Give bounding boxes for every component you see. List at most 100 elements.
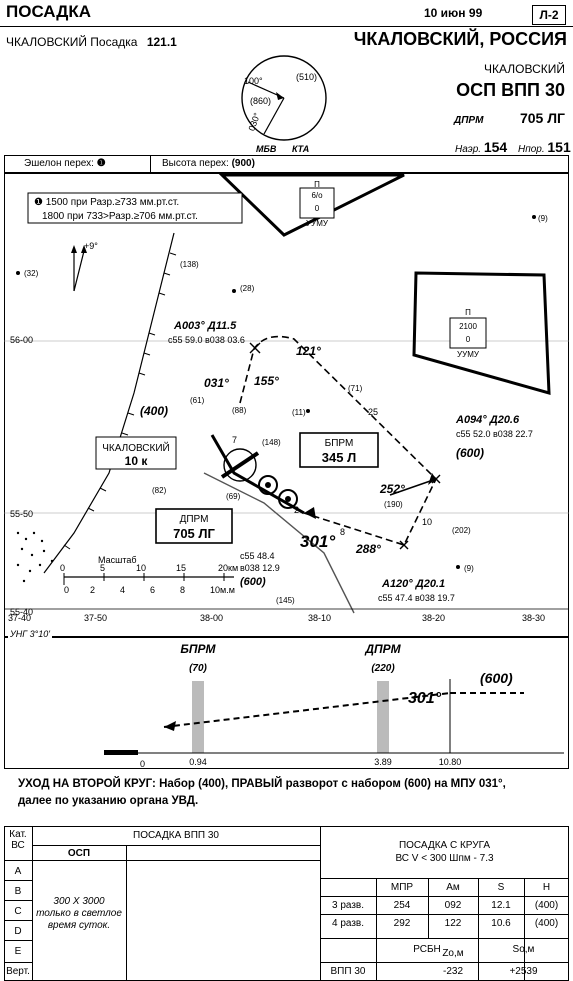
msa-diagram: 100° 030° (860) (510) МБВ КТА	[241, 55, 327, 154]
dprm-value: 705 ЛГ	[173, 526, 215, 541]
profile-zero: 0	[140, 759, 145, 769]
elev-block: Нaэр. 154 Hпор. 151	[455, 139, 571, 155]
dist-10: 10	[422, 517, 432, 527]
plan-view: 56-00 55-50 55-40 П 6/о 0 УУМУ П 2100 0 …	[4, 173, 569, 623]
fix-d201-name: A120° Д20.1	[381, 578, 445, 590]
row1-s: 12.1	[491, 900, 511, 911]
head-h: H	[542, 882, 551, 893]
profile-fix-dist: 10.80	[439, 757, 462, 767]
missed-line1: УХОД НА ВТОРОЙ КРУГ: Набор (400), ПРАВЫЙ…	[18, 778, 506, 790]
track-252: 252°	[379, 482, 405, 496]
row2-label: 4 разв.	[331, 918, 365, 929]
osp-divider	[126, 845, 127, 981]
elev-label: Нaэр.	[455, 144, 482, 155]
spot-elev-145: (145)	[276, 596, 295, 605]
right-head-line	[320, 878, 569, 879]
lom-value: 345 Л	[322, 450, 356, 465]
row2-mpr: 292	[393, 918, 411, 929]
profile-ung: УНГ 3°10'	[8, 629, 52, 639]
spot-elev-9b: (9)	[464, 564, 474, 573]
lon-38-30: 38-30	[522, 613, 545, 623]
osp-note-3: время суток.	[47, 920, 111, 931]
cat-row-line-4	[4, 940, 32, 941]
scale-km-20: 20км	[218, 563, 238, 573]
right-row-line-1	[320, 896, 569, 897]
left-right-divider	[320, 826, 321, 981]
cat-row-line-5	[4, 962, 32, 963]
head-so: Sо,м	[512, 944, 535, 955]
thr-label: Hпор.	[517, 144, 545, 155]
msa-right-label: КТА	[292, 144, 309, 154]
transition-alt: Высота перех: (900)	[162, 158, 255, 169]
profile-bprm-alt: (70)	[189, 663, 207, 674]
cat-c: C	[14, 906, 22, 917]
title-left-text: ПОСАДКА ВПП 30	[133, 830, 219, 841]
profile-dprm-alt: (220)	[371, 663, 395, 674]
lon-37-40: 37-40	[8, 613, 31, 623]
spot-elev-71: (71)	[348, 384, 363, 393]
spot-elev-202: (202)	[452, 526, 471, 535]
right-row-line-4	[320, 962, 569, 963]
profile-dprm-name: ДПРМ	[364, 642, 401, 656]
scale-nm-6: 6	[150, 585, 155, 595]
title-right: ПОСАДКА С КРУГА	[398, 840, 491, 851]
scale-label: Масштаб	[98, 555, 137, 565]
profile-alt: (600)	[480, 670, 513, 686]
title-left-line	[32, 845, 320, 846]
note-line1: ❶ 1500 при Разр.≥733 мм.рт.ст.	[34, 197, 179, 208]
procedure-title: ПОСАДКА	[6, 2, 91, 21]
msa-sector2: 030°	[246, 111, 262, 132]
dist-8: 8	[340, 527, 345, 537]
cat-b: B	[14, 886, 22, 897]
row1-h: (400)	[534, 900, 559, 911]
right-col-2	[428, 878, 429, 938]
spot-elev-138: (138)	[180, 260, 199, 269]
lon-37-50: 37-50	[84, 613, 107, 623]
profile-dprm-dist: 3.89	[374, 757, 392, 767]
spot-elev-11: (11)	[292, 408, 306, 417]
transition-alt-label: Высота перех:	[162, 158, 229, 169]
fix-d206-coords: с55 52.0 в038 22.7	[456, 429, 533, 439]
msa-sector1: 100°	[244, 76, 263, 86]
dist-7: 7	[232, 435, 237, 445]
variation: +9°	[84, 241, 98, 251]
right-col-3	[478, 878, 479, 981]
spot-elev-69: (69)	[226, 492, 241, 501]
msa-alt1: (860)	[250, 96, 271, 106]
spot-elev-82: (82)	[152, 486, 167, 495]
cat-e: E	[14, 946, 22, 957]
cat-col-divider	[32, 826, 33, 981]
spot-elev-9a: (9)	[538, 214, 548, 223]
scale-km-15: 15	[176, 563, 186, 573]
transition-level: Эшелон перех: ❶	[24, 158, 106, 169]
scale-km-5: 5	[100, 563, 105, 573]
fix-d11-name: A003° Д11.5	[173, 320, 237, 332]
alt-400: (400)	[140, 404, 168, 418]
re-p: П	[465, 308, 471, 317]
freq-block: ЧКАЛОВСКИЙ Посадка 121.1	[6, 35, 177, 49]
fix-d201-coords: с55 47.4 в038 19.7	[378, 593, 455, 603]
scale-nm-2: 2	[90, 585, 95, 595]
title-left: ПОСАДКА ВПП 30	[32, 830, 320, 841]
dist-2: 2	[294, 505, 299, 515]
spot-elev-61: (61)	[190, 396, 205, 405]
chart-number: Л-2	[532, 5, 566, 25]
rn-p: П	[314, 180, 320, 189]
fix-d206-name: A094° Д20.6	[455, 414, 520, 426]
transition-alt-value: (900)	[231, 158, 255, 169]
head-mpr: МПР	[390, 882, 414, 893]
head-am: Ам	[446, 882, 460, 893]
airport-box-name: ЧКАЛОВСКИЙ	[102, 441, 169, 454]
cat-row-line-2	[4, 900, 32, 901]
cat-row-line-3	[4, 920, 32, 921]
row1-label: 3 разв.	[331, 900, 365, 911]
lom-name: БПРМ	[325, 438, 354, 449]
transition-level-label: Эшелон перех:	[24, 158, 94, 169]
osp-label: ОСП	[67, 848, 91, 859]
osp-note: 300 X 3000 только в светлое время суток.	[36, 896, 122, 932]
transition-row	[4, 155, 569, 173]
right-row-line-2	[320, 914, 569, 915]
scale-nm-0: 0	[64, 585, 69, 595]
fix-d11-coords: с55 59.0 в038 03.6	[168, 335, 245, 345]
